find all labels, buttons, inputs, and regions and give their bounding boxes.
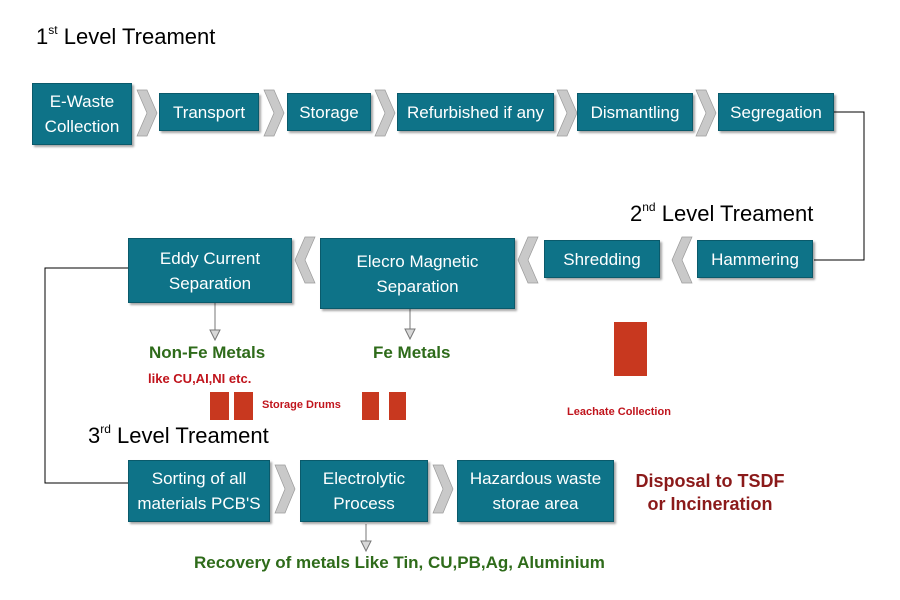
chevron-right-icon [136, 89, 158, 137]
down-arrow-icon [209, 329, 221, 342]
shredding-box: Shredding [544, 240, 660, 278]
level-3-heading: 3rd Level Treament [88, 421, 269, 448]
storage-drum [389, 392, 406, 420]
chevron-left-icon [671, 236, 693, 284]
down-arrow-icon [360, 540, 372, 553]
segregation-box: Segregation [718, 93, 834, 131]
chevron-right-icon [695, 89, 717, 137]
level-1-heading: 1st Level Treament [36, 22, 216, 49]
chevron-left-icon [294, 236, 316, 284]
non-fe-metals-label: Non-Fe Metals [149, 343, 266, 362]
chevron-right-icon [374, 89, 396, 137]
level-2-heading: 2nd Level Treament [630, 199, 814, 226]
fe-metals-label: Fe Metals [373, 343, 451, 362]
like-metals-label: like CU,AI,NI etc. [148, 371, 252, 386]
storage-drums-label: Storage Drums [262, 399, 341, 411]
storage-drum [362, 392, 379, 420]
chevron-right-icon [432, 464, 454, 514]
storage-drum [234, 392, 253, 420]
chevron-right-icon [274, 464, 296, 514]
storage-drum [210, 392, 229, 420]
hammering-box: Hammering [697, 240, 813, 278]
transport-box: Transport [159, 93, 259, 131]
dismantling-box: Dismantling [577, 93, 693, 131]
leachate-tank [614, 322, 647, 376]
chevron-right-icon [263, 89, 285, 137]
connector-line [814, 111, 865, 261]
refurbished-box: Refurbished if any [397, 93, 554, 131]
leachate-collection-label: Leachate Collection [567, 406, 671, 418]
disposal-label: Disposal to TSDF or Incineration [635, 471, 785, 514]
chevron-right-icon [556, 89, 578, 137]
down-arrow-icon [404, 328, 416, 341]
connector-line [44, 267, 128, 484]
storage-box: Storage [287, 93, 371, 131]
recovery-of-metals-label: Recovery of metals Like Tin, CU,PB,Ag, A… [194, 553, 605, 572]
chevron-left-icon [517, 236, 539, 284]
